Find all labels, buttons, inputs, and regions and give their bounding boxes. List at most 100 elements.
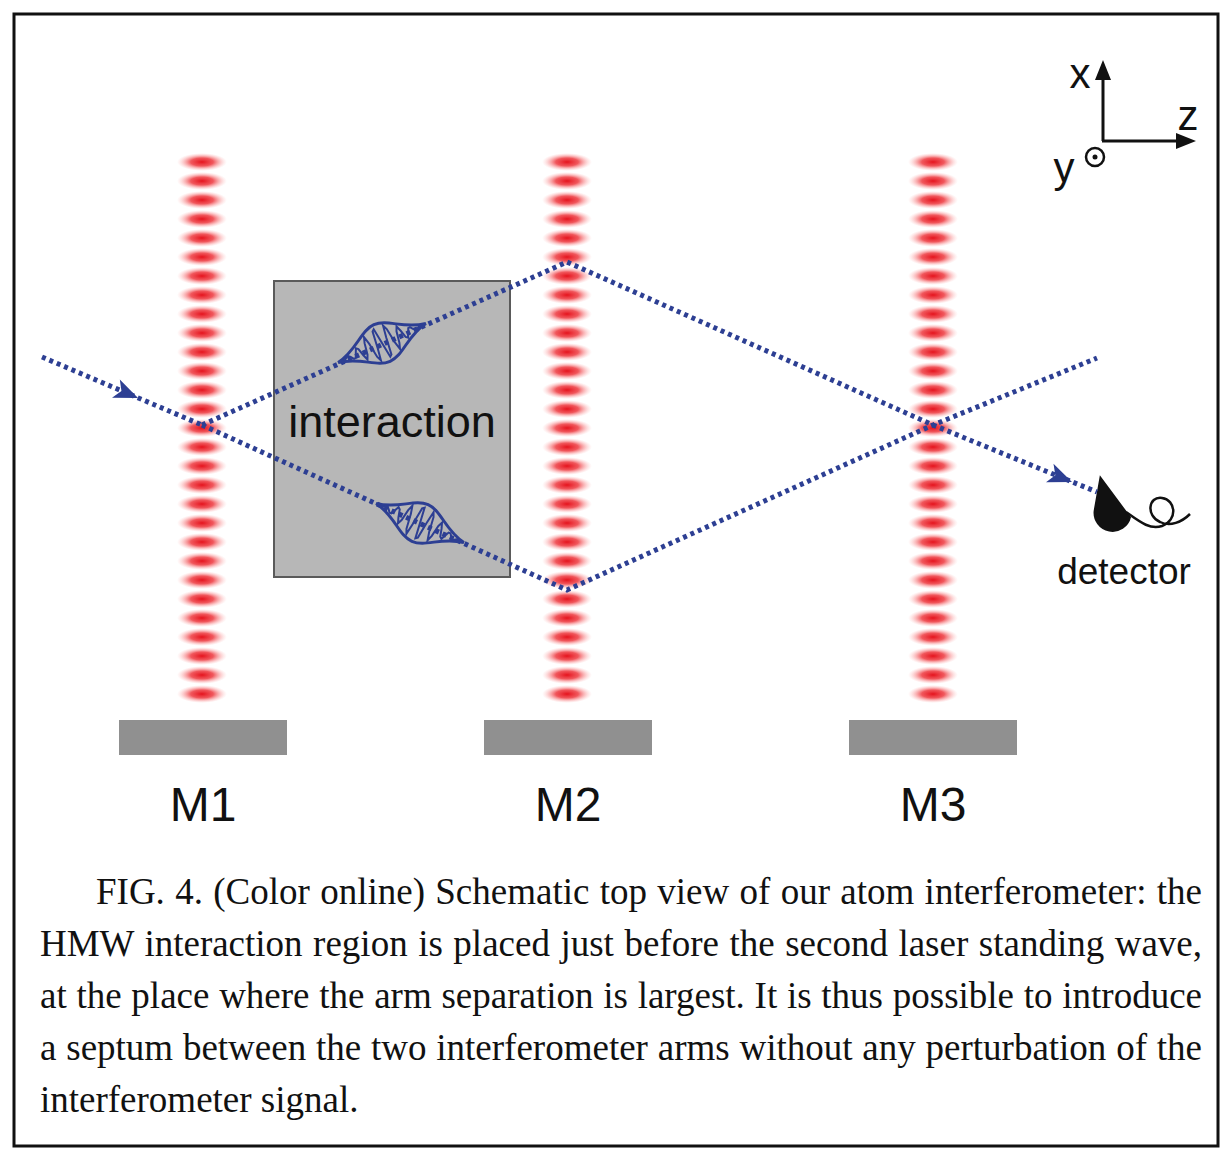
wave-antinode <box>908 552 958 570</box>
wave-antinode <box>542 590 592 608</box>
wave-antinode <box>177 362 227 380</box>
mirror: M3 <box>849 720 1017 755</box>
wave-antinode <box>177 438 227 456</box>
wave-antinode <box>908 514 958 532</box>
packet-envelope <box>330 305 434 381</box>
wave-antinode <box>177 305 227 323</box>
wave-antinode <box>542 476 592 494</box>
wave-antinode <box>542 267 592 285</box>
wave-antinode <box>542 229 592 247</box>
wave-antinode <box>542 248 592 266</box>
wave-antinode <box>908 324 958 342</box>
wave-antinode <box>177 381 227 399</box>
wave-antinode <box>177 533 227 551</box>
wave-antinode <box>542 457 592 475</box>
wave-antinode <box>177 343 227 361</box>
wave-antinode <box>542 552 592 570</box>
detector-label: detector <box>1057 553 1191 590</box>
wave-antinode <box>908 571 958 589</box>
wave-antinode <box>542 210 592 228</box>
wave-antinode <box>908 172 958 190</box>
figure-caption: FIG. 4. (Color online) Schematic top vie… <box>40 866 1202 1126</box>
wave-antinode <box>542 400 592 418</box>
wave-antinode <box>542 343 592 361</box>
wave-antinode <box>177 590 227 608</box>
upper-arm <box>202 262 1097 492</box>
mirror: M1 <box>119 720 287 755</box>
wave-antinode <box>177 324 227 342</box>
wave-antinode <box>908 685 958 703</box>
wave-antinode <box>177 514 227 532</box>
wave-antinode <box>542 324 592 342</box>
wave-antinode <box>542 514 592 532</box>
wave-antinode <box>542 419 592 437</box>
wave-antinode <box>908 248 958 266</box>
wave-antinode <box>542 666 592 684</box>
wave-antinode <box>908 495 958 513</box>
wave-antinode <box>542 305 592 323</box>
wave-antinode <box>908 362 958 380</box>
wave-antinode <box>177 400 227 418</box>
wave-antinode <box>177 248 227 266</box>
wave-antinode <box>177 210 227 228</box>
wave-antinode <box>908 476 958 494</box>
wave-antinode <box>542 609 592 627</box>
wave-antinode <box>542 153 592 171</box>
mirror: M2 <box>484 720 652 755</box>
wave-antinode <box>177 191 227 209</box>
wave-antinode <box>177 495 227 513</box>
wave-antinode <box>177 229 227 247</box>
wave-antinode <box>177 628 227 646</box>
wave-antinode <box>908 210 958 228</box>
mirror-label: M2 <box>535 781 602 829</box>
wave-antinode <box>908 381 958 399</box>
wave-antinode <box>177 172 227 190</box>
wave-antinode <box>908 457 958 475</box>
wave-antinode <box>908 647 958 665</box>
wave-antinode <box>908 438 958 456</box>
wave-antinode <box>542 571 592 589</box>
wave-antinode <box>177 153 227 171</box>
packet-oscillation <box>373 491 466 556</box>
wave-antinode <box>908 286 958 304</box>
wave-antinode <box>908 229 958 247</box>
frame <box>14 14 1218 1146</box>
wave-antinode <box>908 191 958 209</box>
wave-antinode <box>177 609 227 627</box>
wave-antinode <box>177 419 227 437</box>
detector-symbol <box>1088 472 1190 535</box>
beam-arrowheads <box>112 379 1076 491</box>
wave-antinode <box>908 628 958 646</box>
axis-label: x <box>1070 53 1091 95</box>
lower-arm <box>202 358 1097 590</box>
mirror-label: M3 <box>900 781 967 829</box>
standing-waves <box>177 153 958 703</box>
wave-antinode <box>177 552 227 570</box>
wave-antinode <box>177 286 227 304</box>
interaction-region: interaction <box>273 280 511 578</box>
wave-antinode <box>542 172 592 190</box>
wave-antinode <box>177 666 227 684</box>
wave-antinode <box>908 609 958 627</box>
wave-antinode <box>177 476 227 494</box>
wave-antinode <box>908 153 958 171</box>
wave-antinode <box>177 647 227 665</box>
wave-antinode <box>542 495 592 513</box>
wave-antinode <box>908 400 958 418</box>
wave-antinode <box>908 343 958 361</box>
wave-antinode <box>908 666 958 684</box>
axis-label: y <box>1054 147 1075 189</box>
packet-envelope <box>368 485 472 561</box>
wave-antinode <box>177 571 227 589</box>
wave-antinode <box>542 628 592 646</box>
wave-antinode <box>177 685 227 703</box>
wave-antinode <box>542 381 592 399</box>
region-label: interaction <box>288 399 496 444</box>
wave-packets <box>330 305 472 561</box>
wave-antinode <box>177 457 227 475</box>
wave-antinode <box>908 305 958 323</box>
packet-oscillation <box>335 311 428 376</box>
wave-antinode <box>542 647 592 665</box>
axis-label: z <box>1178 95 1199 137</box>
wave-antinode <box>542 533 592 551</box>
